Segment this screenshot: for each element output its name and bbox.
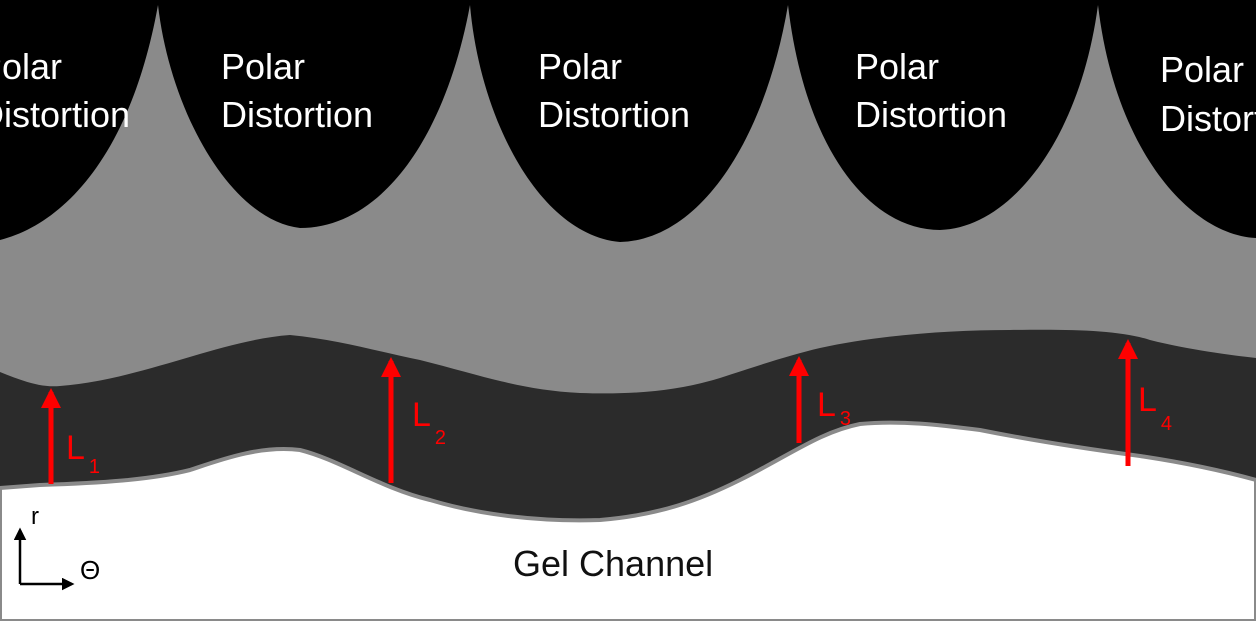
gel-channel-label: Gel Channel bbox=[513, 543, 713, 584]
svg-text:Distortion: Distortion bbox=[1160, 98, 1256, 139]
arrow-3-index: 3 bbox=[840, 408, 851, 430]
arrow-2-label: L2 bbox=[412, 396, 446, 449]
arrow-2-index: 2 bbox=[435, 427, 446, 449]
theta-axis-label: Θ bbox=[80, 555, 100, 585]
gel-channel-region bbox=[0, 420, 1256, 621]
arrow-4-letter: L bbox=[1138, 381, 1157, 419]
polar-line1: Polar bbox=[0, 46, 62, 87]
polar-line2: Distortion bbox=[1160, 98, 1256, 139]
polar-distortion-label-2: Polar Distortion bbox=[221, 46, 373, 135]
arrow-3-letter: L bbox=[817, 386, 836, 424]
svg-text:Polar: Polar bbox=[855, 46, 939, 87]
polar-distortion-label-1: Polar Distortion bbox=[0, 46, 130, 135]
arrow-4-index: 4 bbox=[1161, 413, 1172, 435]
svg-text:Distortion: Distortion bbox=[855, 94, 1007, 135]
polar-distortion-label-3: Polar Distortion bbox=[538, 46, 690, 135]
arrow-2-letter: L bbox=[412, 396, 431, 434]
polar-line2: Distortion bbox=[221, 94, 373, 135]
svg-text:Polar: Polar bbox=[221, 46, 305, 87]
arrow-1-index: 1 bbox=[89, 456, 100, 478]
thickness-arrow-4: L4 bbox=[1118, 339, 1172, 466]
arrow-4-label: L4 bbox=[1138, 381, 1172, 435]
svg-text:Distortion: Distortion bbox=[221, 94, 373, 135]
svg-text:Polar: Polar bbox=[0, 46, 62, 87]
thickness-arrow-2: L2 bbox=[381, 357, 446, 483]
arrow-1-letter: L bbox=[66, 429, 85, 467]
dark-layer bbox=[0, 329, 1256, 521]
svg-text:Polar: Polar bbox=[538, 46, 622, 87]
coordinate-axes: r Θ bbox=[13, 503, 100, 591]
polar-line2: Distortion bbox=[855, 94, 1007, 135]
polar-line1: Polar bbox=[538, 46, 622, 87]
polar-line1: Polar bbox=[221, 46, 305, 87]
r-axis-label: r bbox=[31, 503, 39, 530]
polar-line2: Distortion bbox=[0, 94, 130, 135]
polar-line1: Polar bbox=[1160, 49, 1244, 90]
polar-line2: Distortion bbox=[538, 94, 690, 135]
polar-distortion-label-5: Polar Distortion bbox=[1160, 49, 1256, 139]
svg-text:Distortion: Distortion bbox=[0, 94, 130, 135]
svg-text:Distortion: Distortion bbox=[538, 94, 690, 135]
polar-distortion-label-4: Polar Distortion bbox=[855, 46, 1007, 135]
svg-text:Polar: Polar bbox=[1160, 49, 1244, 90]
polar-line1: Polar bbox=[855, 46, 939, 87]
